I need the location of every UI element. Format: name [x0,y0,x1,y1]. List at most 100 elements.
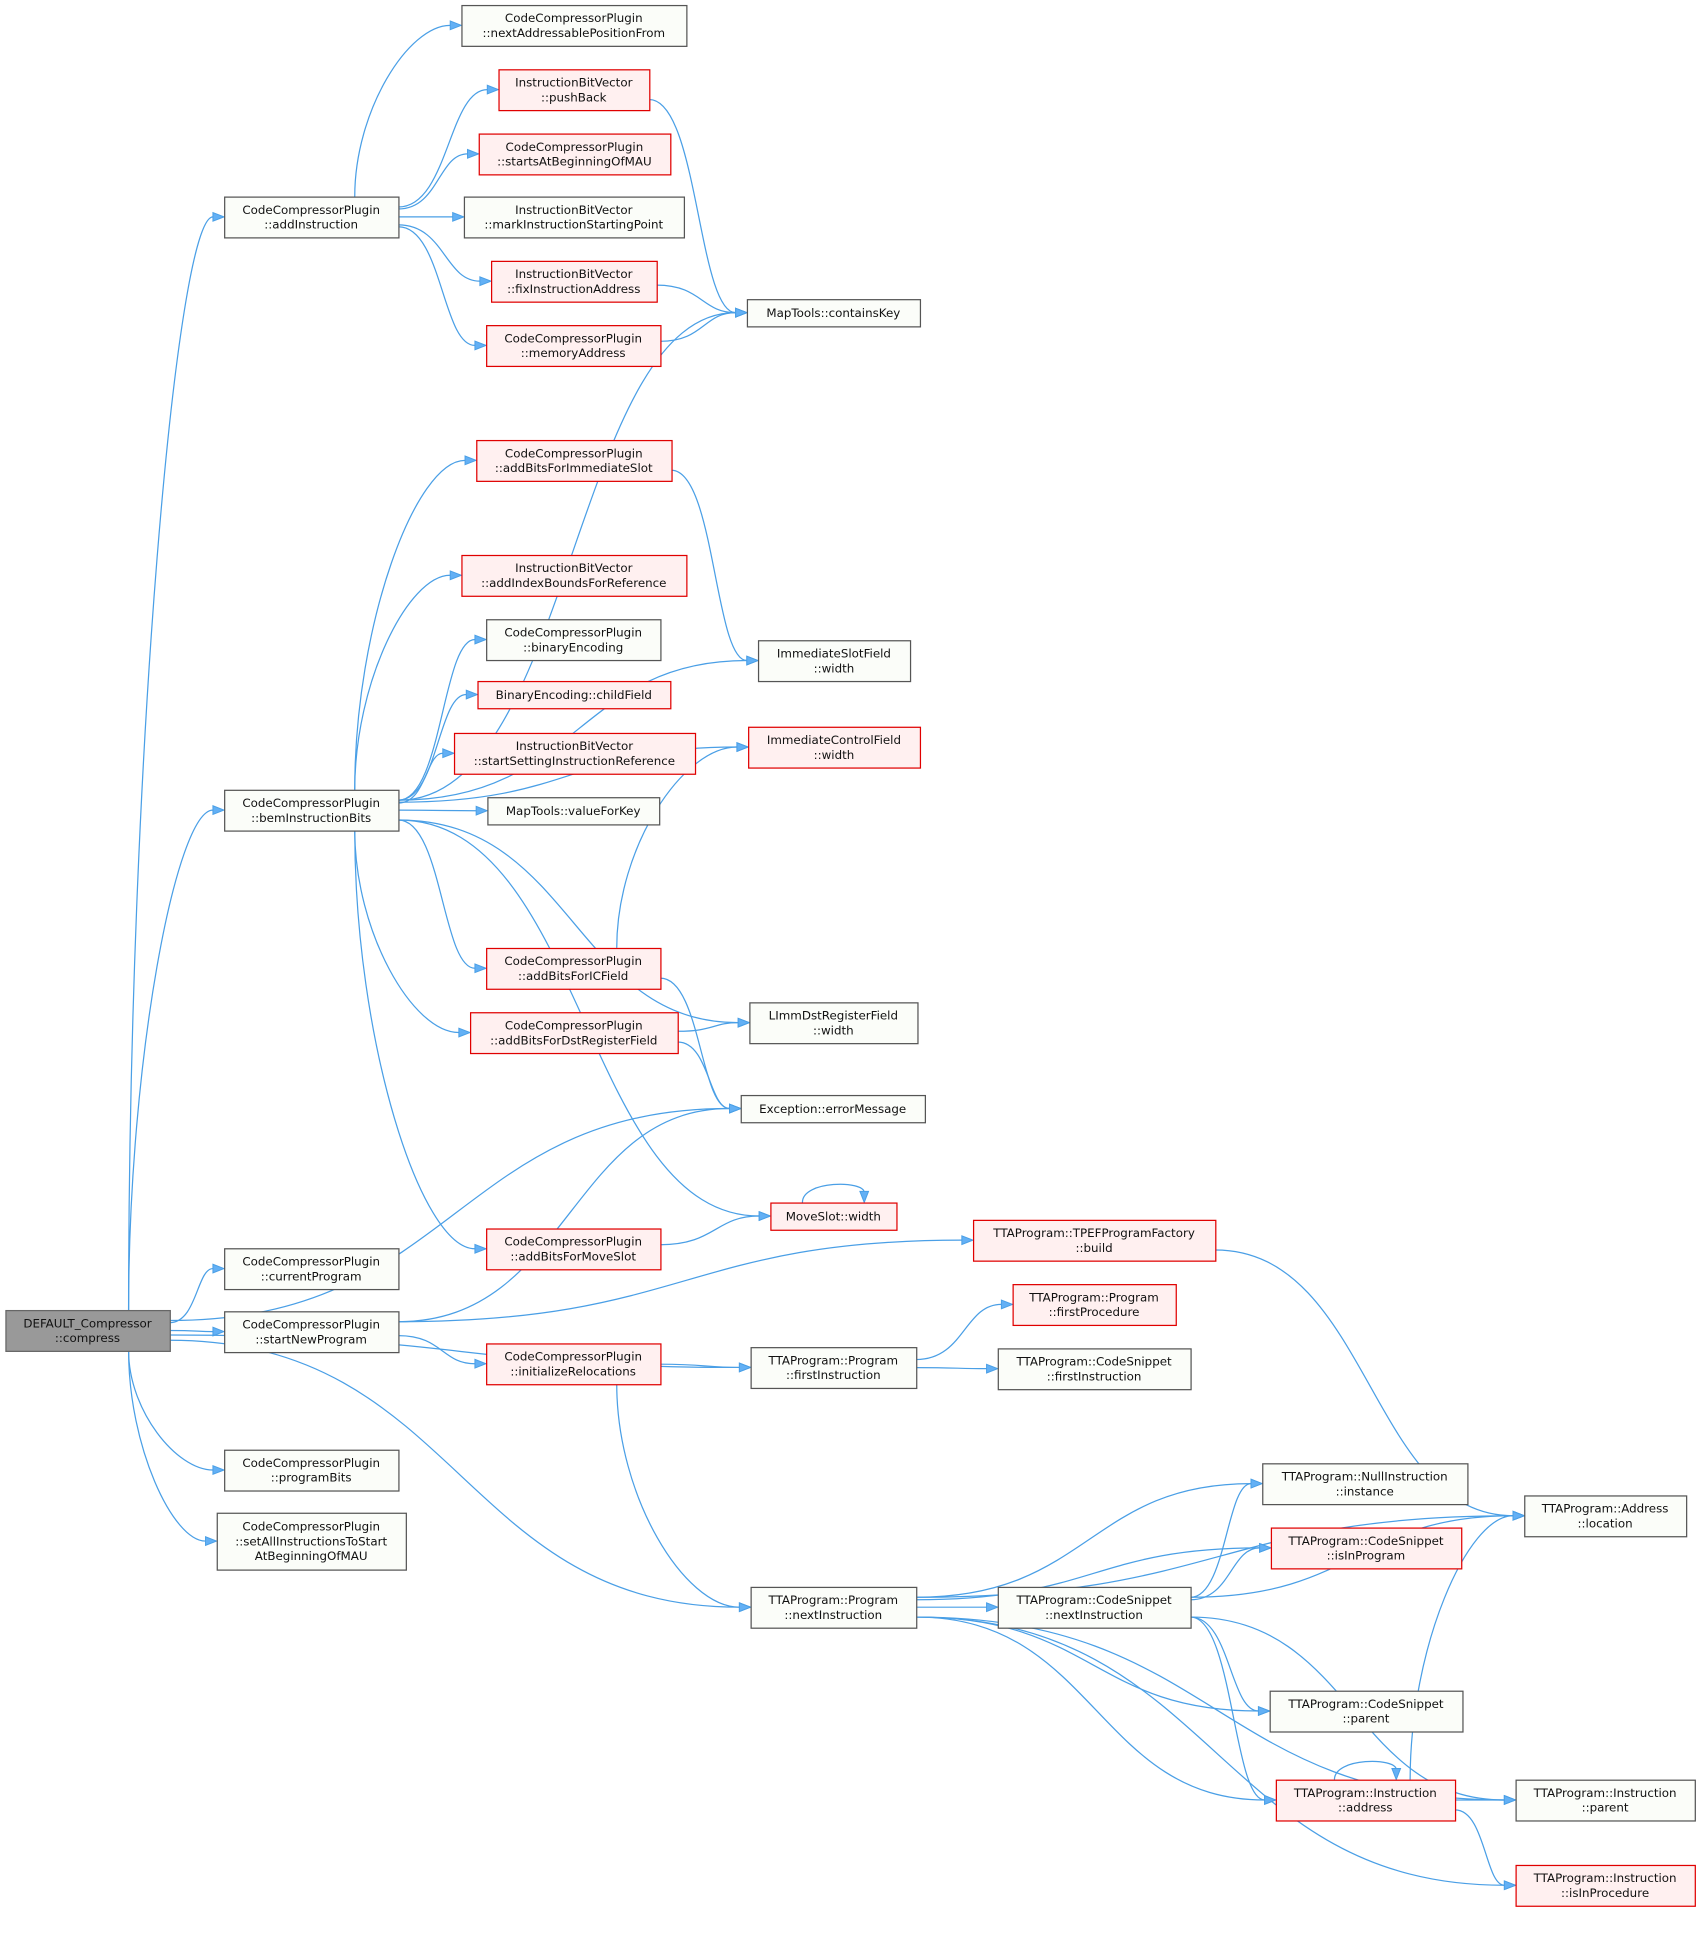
node-label: ::markInstructionStartingPoint [484,218,663,232]
node-label: CodeCompressorPlugin [242,796,380,810]
node-immSlotW[interactable]: ImmediateSlotField::width [757,640,912,683]
node-label: TTAProgram::TPEFProgramFactory [992,1226,1195,1240]
edge-line [1190,1547,1260,1601]
node-addrLoc[interactable]: TTAProgram::Address::location [1524,1495,1688,1538]
edge-root-to-startNew [169,1326,226,1337]
edge-bem-to-addIC [398,819,488,974]
arrowhead-icon [735,307,749,318]
node-label: ::firstInstruction [786,1368,881,1382]
edge-root-to-addInstr [127,211,226,1310]
node-moveSlotW[interactable]: MoveSlot::width [770,1202,898,1231]
node-memAddr[interactable]: CodeCompressorPlugin::memoryAddress [486,325,662,368]
arrowhead-icon [474,1358,488,1369]
node-isInProc[interactable]: TTAProgram::Instruction::isInProcedure [1515,1864,1696,1907]
node-bem[interactable]: CodeCompressorPlugin::bemInstructionBits [224,789,400,832]
node-initReloc[interactable]: CodeCompressorPlugin::initializeRelocati… [486,1343,662,1386]
arrowhead-icon [464,455,478,466]
node-label: ::nextInstruction [784,1608,882,1622]
arrowhead-icon [474,1243,488,1254]
arrowhead-icon [474,634,488,645]
node-addInstr[interactable]: CodeCompressorPlugin::addInstruction [224,196,400,239]
node-startsAt[interactable]: CodeCompressorPlugin::startsAtBeginningO… [478,133,672,176]
node-nextAddr[interactable]: CodeCompressorPlugin::nextAddressablePos… [461,4,688,47]
node-root[interactable]: DEFAULT_Compressor::compress [5,1309,171,1352]
node-snipFirst[interactable]: TTAProgram::CodeSnippet::firstInstructio… [997,1348,1192,1391]
node-startNew[interactable]: CodeCompressorPlugin::startNewProgram [224,1311,400,1354]
edge-line [398,752,443,804]
node-isInProg[interactable]: TTAProgram::CodeSnippet::isInProgram [1270,1527,1463,1570]
node-instParent[interactable]: TTAProgram::Instruction::parent [1515,1779,1696,1822]
node-snipNext[interactable]: TTAProgram::CodeSnippet::nextInstruction [997,1586,1192,1629]
node-label: CodeCompressorPlugin [504,1235,642,1249]
node-box [757,640,912,683]
node-markInstr[interactable]: InstructionBitVector::markInstructionSta… [463,196,686,239]
node-addIndex[interactable]: InstructionBitVector::addIndexBoundsForR… [461,554,688,597]
node-addDst[interactable]: CodeCompressorPlugin::addBitsForDstRegis… [469,1012,679,1055]
node-startSetting[interactable]: InstructionBitVector::startSettingInstru… [453,732,697,775]
node-box [216,1512,407,1571]
node-tpef[interactable]: TTAProgram::TPEFProgramFactory::build [972,1219,1217,1262]
node-label: ::firstProcedure [1049,1305,1140,1319]
edge-startNew-to-errMsg [398,1103,742,1323]
node-label: ::currentProgram [261,1269,362,1283]
node-progBits[interactable]: CodeCompressorPlugin::programBits [224,1449,400,1492]
edge-line [916,1366,987,1370]
edges-layer [127,20,1526,1891]
edge-line [398,88,488,208]
edge-line [398,819,739,1024]
node-addMove[interactable]: CodeCompressorPlugin::addBitsForMoveSlot [486,1228,662,1271]
arrowhead-icon [746,655,760,666]
node-box [224,1449,400,1492]
node-addIC[interactable]: CodeCompressorPlugin::addBitsForICField [486,947,662,990]
node-box [5,1309,171,1352]
edge-bem-to-addIndex [354,570,463,790]
node-label: ImmediateSlotField [777,646,891,660]
node-containsKey[interactable]: MapTools::containsKey [746,299,922,328]
node-firstProc[interactable]: TTAProgram::Program::firstProcedure [1012,1284,1177,1327]
node-valueForKey[interactable]: MapTools::valueForKey [487,797,661,826]
node-label: InstructionBitVector [516,739,633,753]
node-limmW[interactable]: LImmDstRegisterField::width [749,1002,919,1045]
node-curProg[interactable]: CodeCompressorPlugin::currentProgram [224,1248,400,1291]
node-immCtrlW[interactable]: ImmediateControlField::width [748,726,922,769]
node-label: ::width [814,661,855,675]
node-box [490,260,658,303]
node-progFirst[interactable]: TTAProgram::Program::firstInstruction [750,1347,918,1390]
edge-line [398,224,480,282]
node-setAll[interactable]: CodeCompressorPlugin::setAllInstructions… [216,1512,407,1571]
node-box [224,196,400,239]
node-label: ::binaryEncoding [523,640,623,654]
node-errMsg[interactable]: Exception::errorMessage [740,1094,927,1124]
node-pushBack[interactable]: InstructionBitVector::pushBack [498,69,651,112]
edge-snipNext-to-nullInst [1190,1478,1264,1598]
node-label: MapTools::containsKey [766,306,900,320]
arrowhead-icon [212,1464,226,1476]
node-label: ::addBitsForMoveSlot [510,1250,636,1264]
arrowhead-icon [475,805,489,816]
node-instAddr[interactable]: TTAProgram::Instruction::address [1275,1779,1457,1822]
edge-addInstr-to-startsAt [398,148,481,210]
node-addImmSlot[interactable]: CodeCompressorPlugin::addBitsForImmediat… [476,439,673,482]
node-label: TTAProgram::Instruction [1533,1786,1677,1800]
node-progNext[interactable]: TTAProgram::Program::nextInstruction [750,1586,918,1629]
node-childField[interactable]: BinaryEncoding::childField [477,680,672,710]
edge-bem-to-immSlotW [398,655,760,801]
node-box [748,726,922,769]
node-label: ::addIndexBoundsForReference [481,576,666,590]
node-label: ::bemInstructionBits [251,811,371,825]
node-snipParent[interactable]: TTAProgram::CodeSnippet::parent [1269,1690,1464,1733]
edge-line [616,746,737,948]
node-label: CodeCompressorPlugin [504,625,642,639]
arrowhead-icon [212,211,226,222]
node-label: CodeCompressorPlugin [504,1350,642,1364]
node-binEnc[interactable]: CodeCompressorPlugin::binaryEncoding [486,619,662,662]
node-nullInst[interactable]: TTAProgram::NullInstruction::instance [1262,1463,1469,1506]
node-label: ::setAllInstructionsToStart [235,1534,387,1548]
node-fixInstr[interactable]: InstructionBitVector::fixInstructionAddr… [490,260,658,303]
edge-line [354,459,466,790]
arrowhead-icon [212,805,226,816]
edge-line [1190,1616,1259,1712]
arrowhead-icon [449,570,463,581]
node-box [997,1348,1192,1391]
node-box [224,789,400,832]
